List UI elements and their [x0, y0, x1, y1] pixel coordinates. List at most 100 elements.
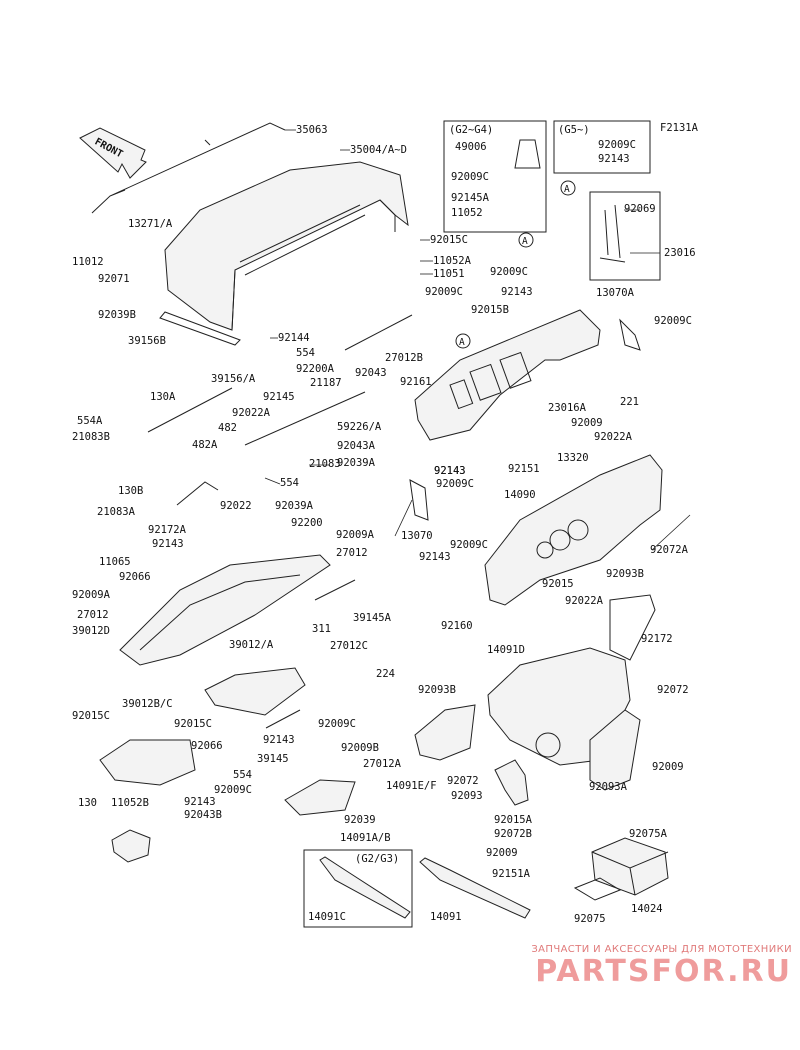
part-label: 92039B [98, 309, 136, 321]
part-label: 14091A/B [340, 832, 391, 844]
part-label: 14091E/F [386, 780, 437, 792]
part-label: 554A [77, 415, 103, 427]
part-label: 92066 [191, 740, 223, 752]
part-label: 92009C [214, 784, 252, 796]
part-label: 92043A [337, 440, 376, 452]
part-label: 554 [280, 477, 299, 489]
part-label: 92043 [355, 367, 387, 379]
part-label: 92069 [624, 203, 656, 215]
part-label: 21083 [309, 458, 341, 470]
part-label: 92151 [508, 463, 540, 475]
part-label: 92009C [425, 286, 463, 298]
part-label: 92009B [341, 742, 379, 754]
part-label: 92039A [275, 500, 314, 512]
front-arrow-icon: FRONT [79, 127, 147, 179]
part-label: 21083B [72, 431, 110, 443]
ref-marker-1: A [522, 236, 528, 247]
part-label: 92009C [450, 539, 488, 551]
part-label: 92143 [434, 465, 466, 477]
part-label: 39012D [72, 625, 110, 637]
part-label: 92015C [174, 718, 212, 730]
part-label: 92071 [98, 273, 130, 285]
part-label: 92009C [451, 171, 489, 183]
part-label: 130 [78, 797, 97, 809]
part-label: 92009A [72, 589, 111, 601]
part-label: 92093 [451, 790, 483, 802]
part-label: 482 [218, 422, 237, 434]
part-label: 92043B [184, 809, 222, 821]
part-drawings [91, 122, 669, 919]
part-label: 14024 [631, 903, 663, 915]
part-label: 92075 [574, 913, 606, 925]
part-label: 92143 [434, 465, 466, 477]
part-label: 39012B/C [122, 698, 173, 710]
part-label: 92039A [337, 457, 376, 469]
part-label: 92093B [606, 568, 644, 580]
part-label: 92200 [291, 517, 323, 529]
part-label: 59226/A [337, 421, 382, 433]
part-label: 27012C [330, 640, 368, 652]
box-g5 [553, 120, 651, 174]
part-label: 92172A [148, 524, 187, 536]
ref-marker-2: A [564, 184, 570, 195]
part-label: 92161 [400, 376, 432, 388]
part-label: 92172 [641, 633, 673, 645]
box-wire-harness [589, 191, 661, 281]
part-label: 92143 [419, 551, 451, 563]
part-label: 92066 [119, 571, 151, 583]
part-label: 92143 [263, 734, 295, 746]
part-label: 92151A [492, 868, 531, 880]
part-label: 11051 [433, 268, 465, 280]
part-label: 92009 [571, 417, 603, 429]
part-label: 92009A [336, 529, 375, 541]
part-label: 49006 [455, 141, 487, 153]
part-label: 92009C [436, 478, 474, 490]
box-g2-g3-title: (G2/G3) [355, 853, 399, 865]
part-label: 130B [118, 485, 143, 497]
part-label: 92022 [220, 500, 252, 512]
box-g2-g4-title: (G2~G4) [449, 124, 493, 136]
part-label: 92143 [184, 796, 216, 808]
part-label: 92009 [486, 847, 518, 859]
part-label: 23016A [548, 402, 587, 414]
box-g2-g3 [303, 849, 413, 928]
part-label: 92009C [654, 315, 692, 327]
part-label: 27012A [363, 758, 402, 770]
part-label: 14090 [504, 489, 536, 501]
part-label: 11065 [99, 556, 131, 568]
part-label: 92015B [471, 304, 509, 316]
part-label: 92160 [441, 620, 473, 632]
part-label: 27012 [336, 547, 368, 559]
part-label: 23016 [664, 247, 696, 259]
part-label: 27012 [77, 609, 109, 621]
part-label: 92093A [589, 781, 628, 793]
part-label: 35004/A~D [350, 144, 407, 156]
part-label: 14091C [308, 911, 346, 923]
part-label: 130A [150, 391, 176, 403]
part-label: 14091 [430, 911, 462, 923]
part-label: 11052 [451, 207, 483, 219]
part-label: 92145A [451, 192, 490, 204]
part-label: 39156/A [211, 373, 256, 385]
part-labels: 35063 35004/A~D 49006 92009C 92145A 1105… [72, 124, 696, 925]
part-label: 92015 [542, 578, 574, 590]
part-label: 92143 [598, 153, 630, 165]
part-label: 92144 [278, 332, 310, 344]
part-label: 13271/A [128, 218, 173, 230]
box-g5-title: (G5~) [558, 124, 590, 136]
part-label: 92072A [650, 544, 689, 556]
part-label: 554 [233, 769, 252, 781]
part-label: 92015A [494, 814, 533, 826]
part-label: 92093B [418, 684, 456, 696]
part-label: 92015C [72, 710, 110, 722]
part-label: 92022A [565, 595, 604, 607]
part-label: 39156B [128, 335, 166, 347]
part-label: 39145 [257, 753, 289, 765]
part-label: 311 [312, 623, 331, 635]
part-label: 92015C [430, 234, 468, 246]
part-label: 92022A [232, 407, 271, 419]
part-label: 92072 [657, 684, 689, 696]
part-label: 92009C [598, 139, 636, 151]
part-label: 221 [620, 396, 639, 408]
